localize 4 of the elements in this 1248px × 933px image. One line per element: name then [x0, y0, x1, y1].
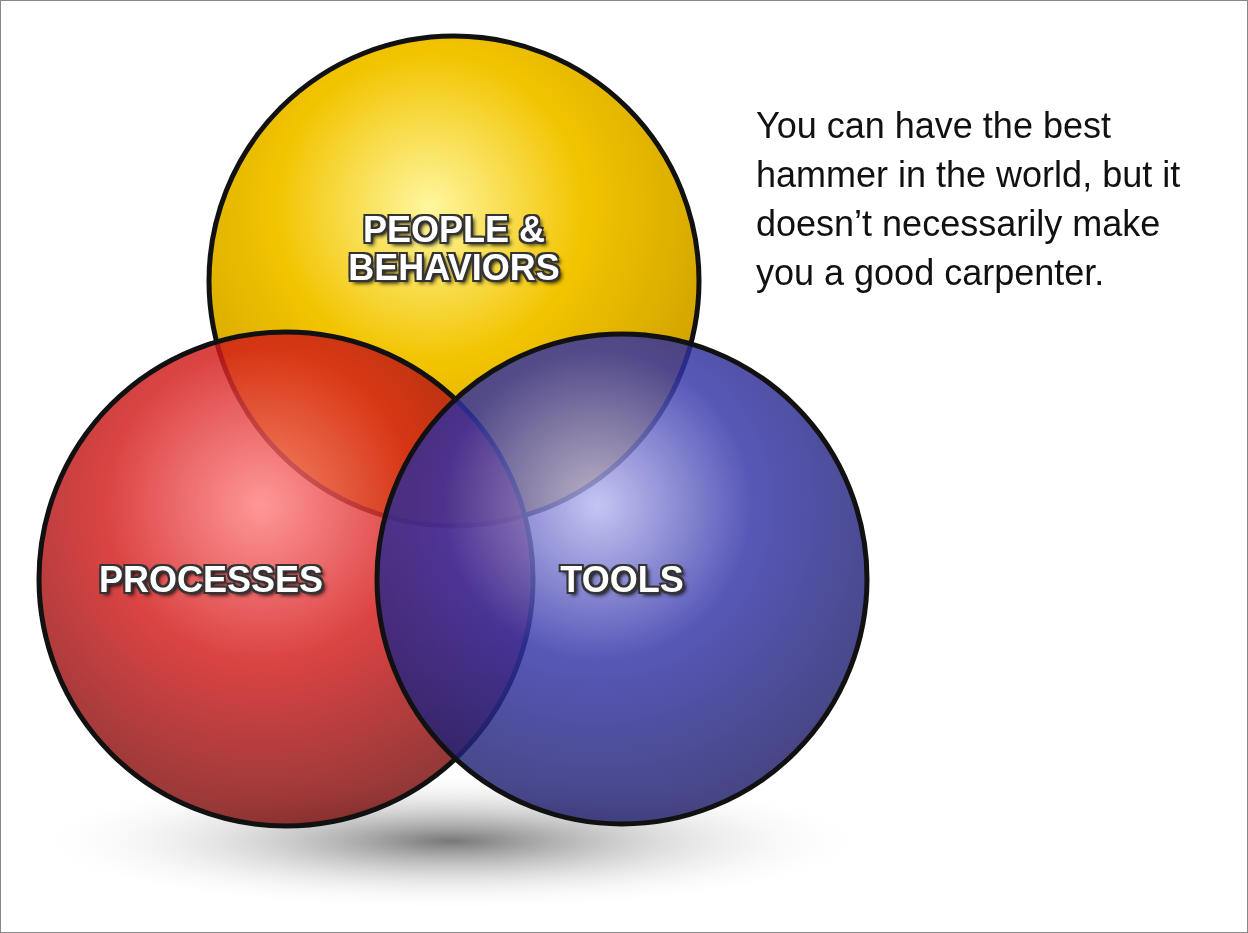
circle-label: PROCESSES [97, 561, 325, 599]
circle-label: PEOPLE & BEHAVIORS [347, 211, 561, 287]
circle-label: TOOLS [559, 561, 685, 599]
quote-text: You can have the best hammer in the world, but it doesn’t necessarily make you a good carpenter. [756, 104, 1182, 295]
